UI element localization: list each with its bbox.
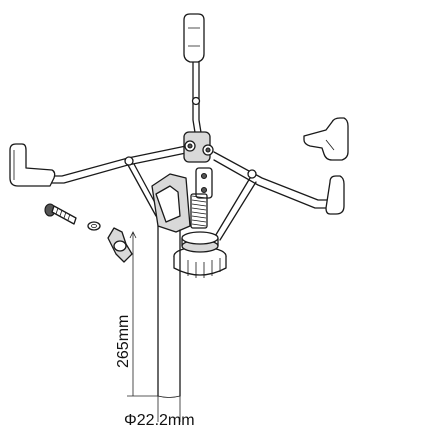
center-tube	[157, 225, 181, 398]
center-hub	[183, 131, 214, 163]
bolt	[44, 203, 77, 225]
left-claw	[9, 143, 56, 187]
right-claw	[325, 175, 345, 215]
tension-spring	[190, 193, 208, 229]
diameter-dimension-label: Φ22.2mm	[124, 412, 195, 429]
back-claw	[183, 13, 205, 63]
diameter-dimension	[157, 396, 181, 422]
wing-nut	[107, 227, 133, 263]
tilter-bracket	[151, 167, 213, 233]
washer	[87, 221, 101, 231]
right-support-leg	[213, 177, 257, 241]
right-basket-arm	[213, 151, 335, 209]
height-dimension-label: 265mm	[115, 315, 132, 368]
height-adjust-knob	[173, 231, 227, 278]
spare-claw	[303, 117, 349, 161]
height-dimension	[127, 231, 158, 397]
